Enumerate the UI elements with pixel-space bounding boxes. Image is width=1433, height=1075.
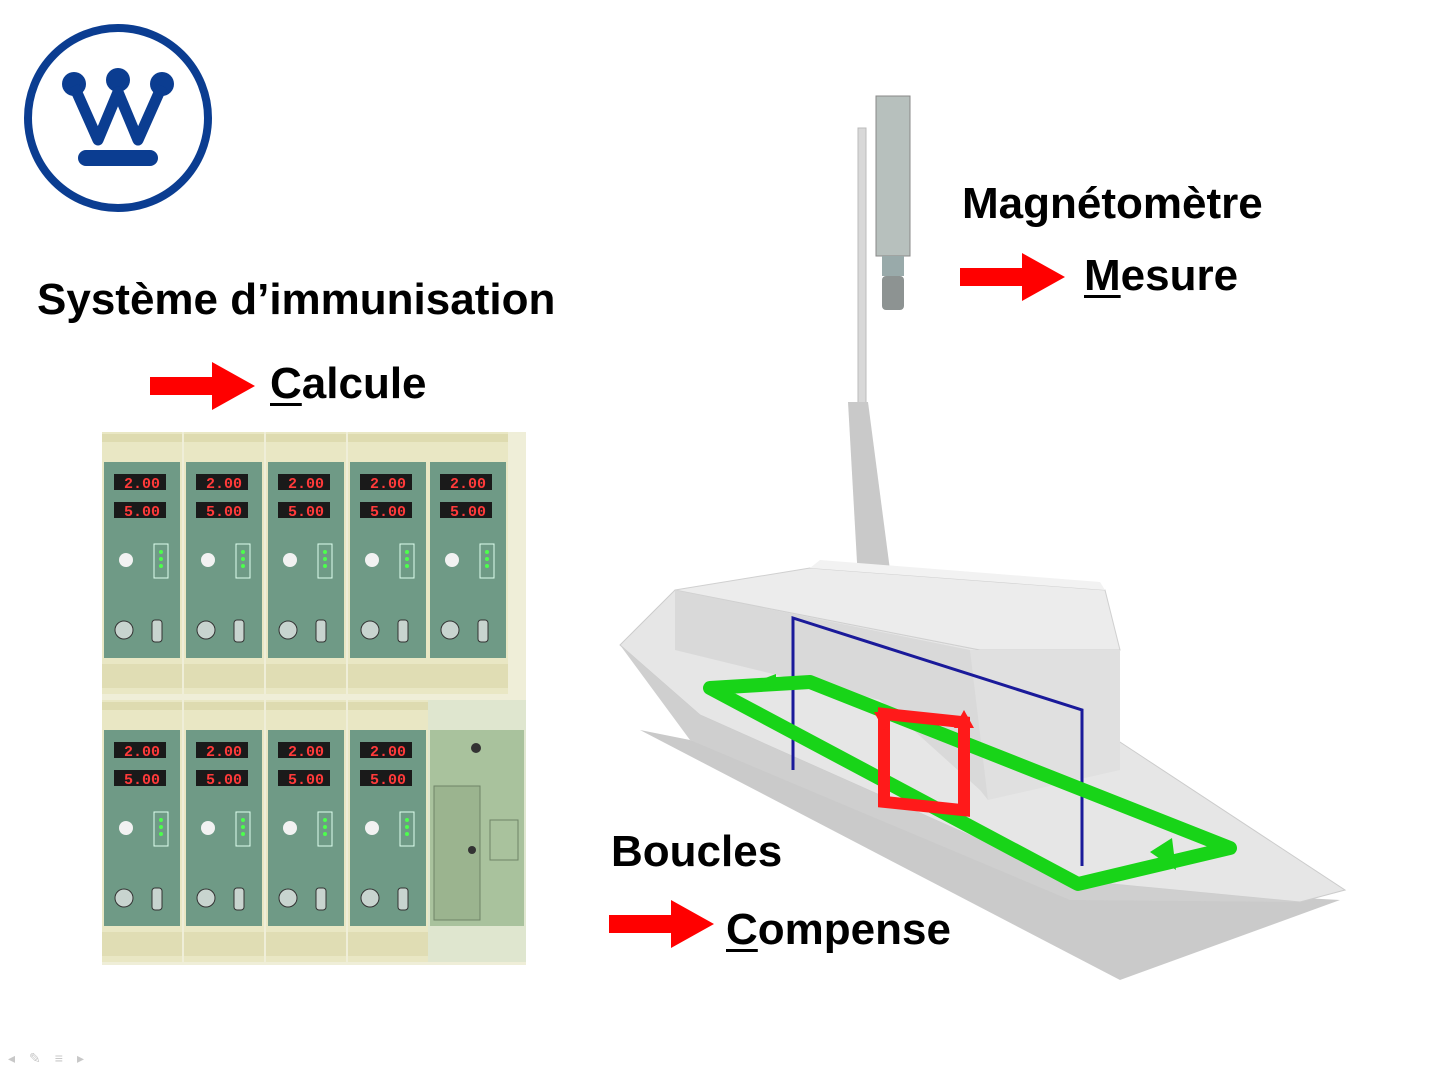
module-rack: 2.00 5.00 2.00 5.00 2.00 5.00 2.00 5.00 … [102, 432, 526, 965]
readout-8-top: 2.00 [288, 744, 324, 761]
loops-action-first: C [726, 905, 758, 954]
loops-title: Boucles [611, 827, 783, 876]
right-arrow-icon [609, 900, 714, 948]
readout-3-bottom: 5.00 [288, 504, 324, 521]
readout-6-top: 2.00 [124, 744, 160, 761]
system-action-rest: alcule [301, 359, 427, 408]
system-title: Système d’immunisation [37, 275, 556, 324]
readout-7-top: 2.00 [206, 744, 242, 761]
pen-icon[interactable]: ✎ [29, 1050, 41, 1066]
readout-8-bottom: 5.00 [288, 772, 324, 789]
readout-4-top: 2.00 [370, 476, 406, 493]
slideshow-nav: ◂ ✎ ≡ ▸ [8, 1050, 84, 1067]
magnetometer-action: Mesure [1084, 254, 1238, 298]
readout-5-top: 2.00 [450, 476, 486, 493]
loops-action-rest: ompense [757, 905, 951, 954]
readout-5-bottom: 5.00 [450, 504, 486, 521]
back-icon[interactable]: ◂ [8, 1050, 16, 1066]
magnetometer-action-first: M [1084, 251, 1121, 300]
readout-6-bottom: 5.00 [124, 772, 160, 789]
system-action: Calcule [270, 362, 427, 406]
system-action-first: C [270, 359, 302, 408]
westinghouse-logo-icon [24, 24, 212, 212]
readout-4-bottom: 5.00 [370, 504, 406, 521]
right-arrow-icon [960, 253, 1065, 301]
readout-7-bottom: 5.00 [206, 772, 242, 789]
readout-2-top: 2.00 [206, 476, 242, 493]
readout-9-top: 2.00 [370, 744, 406, 761]
module-rack-graphic: 2.00 5.00 2.00 5.00 2.00 5.00 2.00 5.00 … [102, 432, 526, 963]
readout-9-bottom: 5.00 [370, 772, 406, 789]
ship-illustration [619, 95, 1347, 980]
magnetometer-action-rest: esure [1120, 251, 1239, 300]
readout-1-top: 2.00 [124, 476, 160, 493]
magnetometer-title: Magnétomètre [962, 179, 1263, 228]
right-arrow-icon [150, 362, 255, 410]
forward-icon[interactable]: ▸ [76, 1050, 84, 1066]
readout-2-bottom: 5.00 [206, 504, 242, 521]
readout-1-bottom: 5.00 [124, 504, 160, 521]
loops-action: Compense [726, 908, 951, 952]
menu-icon[interactable]: ≡ [54, 1050, 63, 1066]
readout-3-top: 2.00 [288, 476, 324, 493]
